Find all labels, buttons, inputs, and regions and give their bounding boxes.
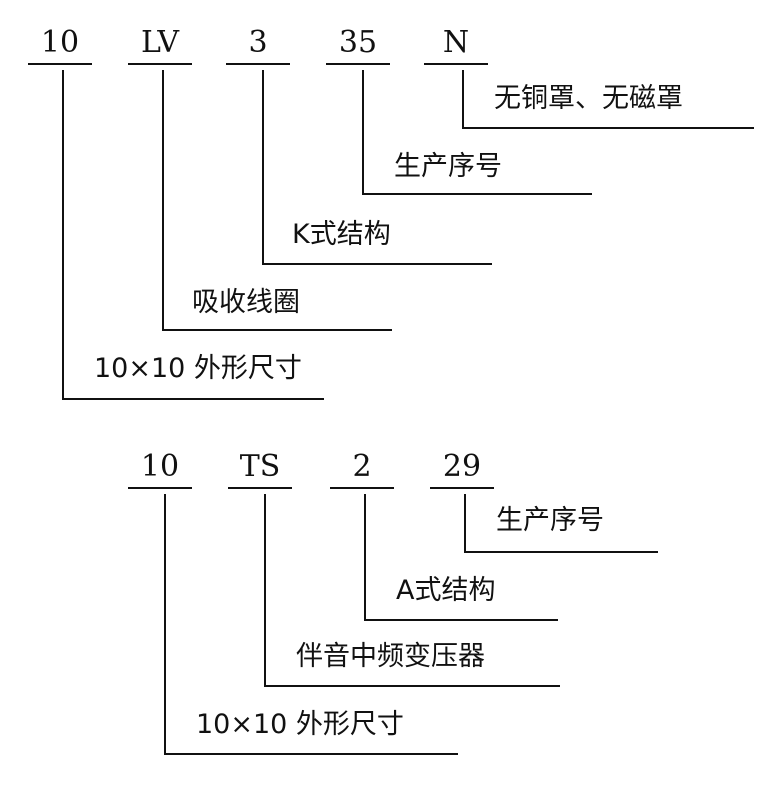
label-no-shield: 无铜罩、无磁罩 bbox=[494, 83, 683, 114]
label-outline-size: 10×10 外形尺寸 bbox=[94, 353, 302, 384]
leader-line bbox=[362, 70, 364, 194]
code-underline bbox=[128, 487, 192, 489]
leader-baseline bbox=[162, 329, 392, 331]
code-underline bbox=[28, 63, 92, 65]
leader-line bbox=[164, 494, 166, 754]
label-sound-if-transformer: 伴音中频变压器 bbox=[296, 641, 485, 672]
code-underline bbox=[424, 63, 488, 65]
leader-line bbox=[462, 70, 464, 128]
label-k-structure: K式结构 bbox=[292, 219, 391, 250]
code-segment-size: 10 bbox=[40, 25, 80, 60]
leader-baseline bbox=[362, 193, 592, 195]
code-segment-serial: 35 bbox=[338, 25, 378, 60]
leader-line bbox=[364, 494, 366, 620]
label-serial-number: 生产序号 bbox=[394, 151, 502, 182]
code-underline bbox=[226, 63, 290, 65]
leader-baseline bbox=[262, 263, 492, 265]
leader-line bbox=[264, 494, 266, 686]
code-segment-structure: 3 bbox=[248, 25, 268, 60]
leader-baseline bbox=[464, 551, 658, 553]
code-underline bbox=[330, 487, 394, 489]
leader-baseline bbox=[462, 127, 754, 129]
code-segment-serial: 29 bbox=[442, 449, 482, 484]
label-outline-size: 10×10 外形尺寸 bbox=[196, 709, 404, 740]
code-underline bbox=[228, 487, 292, 489]
code-underline bbox=[128, 63, 192, 65]
leader-baseline bbox=[264, 685, 560, 687]
leader-baseline bbox=[62, 398, 324, 400]
leader-baseline bbox=[364, 619, 558, 621]
code-underline bbox=[326, 63, 390, 65]
leader-line bbox=[262, 70, 264, 264]
leader-baseline bbox=[164, 753, 458, 755]
label-absorption-coil: 吸收线圈 bbox=[192, 287, 300, 318]
label-serial-number: 生产序号 bbox=[496, 505, 604, 536]
leader-line bbox=[162, 70, 164, 330]
leader-line bbox=[464, 494, 466, 552]
code-segment-structure: 2 bbox=[352, 449, 372, 484]
code-segment-type: TS bbox=[239, 449, 281, 484]
label-a-structure: A式结构 bbox=[396, 575, 496, 606]
leader-line bbox=[62, 70, 64, 400]
code-segment-shield: N bbox=[442, 25, 470, 60]
code-underline bbox=[430, 487, 494, 489]
code-segment-size: 10 bbox=[140, 449, 180, 484]
code-segment-type: LV bbox=[140, 25, 180, 60]
